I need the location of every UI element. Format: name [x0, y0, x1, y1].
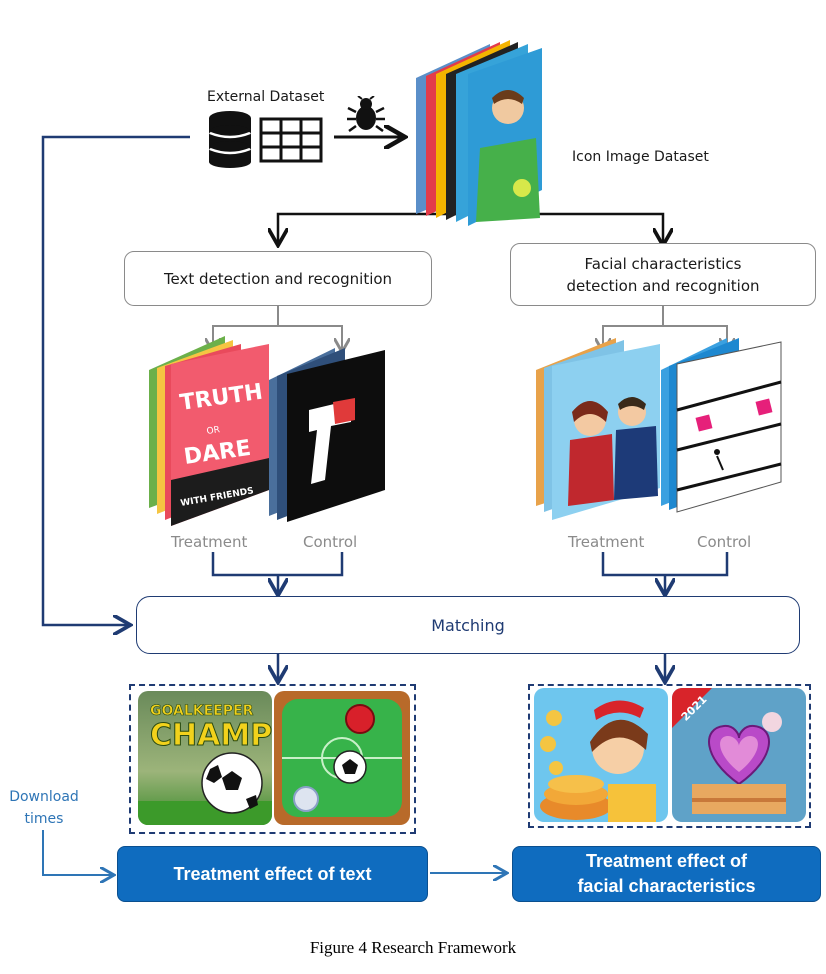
facial-detection-box: Facial characteristics detection and rec…: [510, 243, 816, 306]
icon-image-dataset-label: Icon Image Dataset: [572, 149, 709, 165]
text-detection-label: Text detection and recognition: [163, 269, 393, 288]
text-detection-box: Text detection and recognition: [124, 251, 432, 306]
download-times-line2: times: [24, 811, 64, 827]
face-output-dashed-box: [528, 684, 811, 828]
goalkeeper-champ-icon: GOALKEEPER CHAMP: [138, 691, 272, 825]
facial-detection-line1: Facial characteristics: [584, 254, 742, 273]
heart-cake-icon: 2021: [672, 688, 806, 822]
face-control-icon-stack: [661, 338, 782, 513]
or-text: OR: [206, 425, 221, 437]
bug-crawler-icon: [347, 96, 385, 132]
facial-effect-line1: Treatment effect of: [585, 851, 748, 871]
right-control-label: Control: [697, 533, 752, 551]
chef-girl-icon: [534, 688, 668, 822]
face-treatment-icon-stack: [536, 338, 660, 520]
facial-effect-line2: facial characteristics: [577, 876, 756, 896]
split-line: [278, 212, 474, 243]
right-treatment-label: Treatment: [568, 533, 645, 551]
matching-box: Matching: [136, 596, 800, 654]
champ-text: CHAMP: [150, 718, 272, 753]
goalkeeper-text: GOALKEEPER: [150, 703, 254, 719]
download-times-line: [42, 830, 112, 875]
facial-detection-line2: detection and recognition: [566, 276, 760, 295]
external-dataset-label: External Dataset: [207, 89, 325, 105]
text-effect-result-box: Treatment effect of text: [117, 846, 428, 902]
air-hockey-icon: [274, 691, 410, 825]
external-to-matching-line: [41, 135, 190, 625]
text-control-icon-stack: [269, 348, 385, 522]
download-times-label: Download times: [6, 786, 82, 830]
figure-caption: Figure 4 Research Framework: [309, 938, 517, 957]
database-icon: [209, 111, 251, 168]
icon-image-dataset-stack: [416, 40, 542, 226]
facial-effect-result-box: Treatment effect of facial characteristi…: [512, 846, 821, 902]
left-treatment-label: Treatment: [171, 533, 248, 551]
text-output-dashed-box: [129, 684, 416, 834]
text-effect-label: Treatment effect of text: [173, 863, 372, 884]
download-times-line1: Download: [9, 789, 79, 805]
text-treatment-icon-stack: TRUTH OR DARE WITH FRIENDS: [149, 336, 269, 526]
left-control-label: Control: [303, 533, 358, 551]
matching-label: Matching: [431, 615, 505, 635]
table-icon: [259, 117, 323, 163]
